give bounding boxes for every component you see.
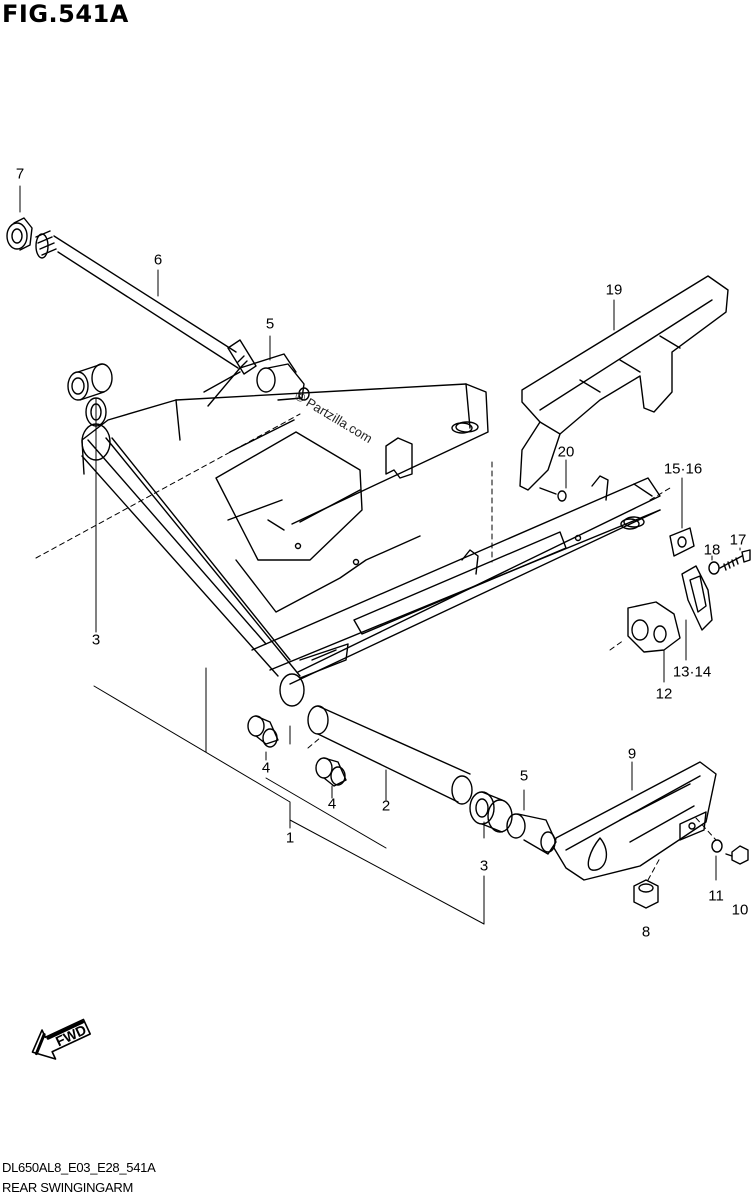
leader-lines	[19, 185, 741, 925]
part-3-bearing-right	[469, 791, 513, 833]
callout-13-14: 13·14	[672, 663, 712, 681]
callout-4-b: 4	[327, 795, 337, 813]
part-5-collar-top	[256, 363, 310, 401]
part-19-chain-cover	[519, 275, 729, 491]
part-15-16-plate	[669, 527, 695, 557]
fwd-label: FWD	[53, 1021, 89, 1049]
figure-title: FIG.541A	[2, 0, 129, 28]
callout-19: 19	[605, 281, 623, 299]
callout-3-left: 3	[91, 631, 101, 649]
callout-1: 1	[285, 829, 295, 847]
callout-10: 10	[731, 901, 749, 919]
callout-17: 17	[729, 531, 747, 549]
part-4-bushing-a	[247, 715, 279, 748]
callout-4-a: 4	[261, 759, 271, 777]
callout-11: 11	[708, 887, 724, 905]
part-6-pivot-shaft	[35, 230, 257, 375]
figure-code: DL650AL8_E03_E28_541A	[2, 1160, 156, 1175]
part-1-swingarm	[81, 353, 661, 707]
part-17-bolt	[719, 549, 751, 571]
callout-7: 7	[15, 165, 25, 183]
part-4-bushing-b	[315, 757, 347, 787]
part-12-bracket	[627, 601, 681, 653]
part-3-bearing-left	[67, 363, 113, 401]
callout-8: 8	[641, 923, 651, 941]
callout-6: 6	[153, 251, 163, 269]
callout-5-top: 5	[265, 315, 275, 333]
part-10-bolt	[725, 845, 749, 865]
part-7-nut	[6, 217, 33, 251]
callout-12: 12	[655, 685, 673, 703]
part-20-screw	[539, 487, 567, 502]
part-18-washer	[708, 561, 720, 575]
callout-3-right: 3	[479, 857, 489, 875]
callout-2: 2	[381, 797, 391, 815]
figure-name: REAR SWINGINGARM	[2, 1180, 133, 1195]
callout-18: 18	[703, 541, 721, 559]
part-2-spacer-tube	[307, 705, 473, 805]
fwd-arrow-icon: FWD	[31, 1018, 92, 1060]
callout-9: 9	[627, 745, 637, 763]
callout-15-16: 15·16	[663, 460, 703, 478]
part-11-washer	[711, 839, 723, 853]
callout-5-bottom: 5	[519, 767, 529, 785]
callout-20: 20	[557, 443, 575, 461]
part-5-collar-bottom	[506, 813, 557, 855]
part-9-chain-buffer	[553, 761, 717, 881]
part-13-14-adjuster	[681, 565, 713, 631]
part-8-nut	[633, 879, 659, 909]
